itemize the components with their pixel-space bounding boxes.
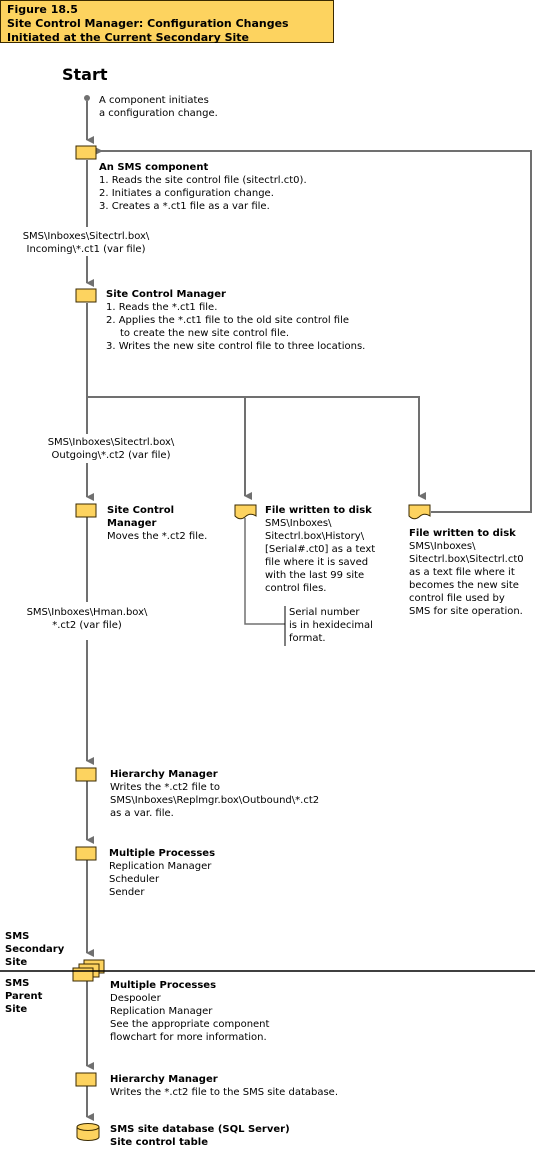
hierarchy1-line-1: Writes the *.ct2 file to bbox=[110, 782, 220, 793]
secondary-site-label: SMS Secondary Site bbox=[5, 930, 64, 969]
sms-component-line-1: 1. Reads the site control file (sitectrl… bbox=[99, 175, 307, 186]
path-incoming-line-2: Incoming\*.ct1 (var file) bbox=[26, 244, 146, 255]
process-box-scm2 bbox=[75, 503, 97, 518]
path-hman-line-1: SMS\Inboxes\Hman.box\ bbox=[26, 607, 148, 618]
multi1-line-3: Sender bbox=[109, 887, 145, 898]
path-hman-line-2: *.ct2 (var file) bbox=[52, 620, 122, 631]
scm1-step: Site Control Manager 1. Reads the *.ct1 … bbox=[106, 288, 365, 353]
database-icon bbox=[76, 1123, 100, 1141]
hierarchy2-line-1: Writes the *.ct2 file to the SMS site da… bbox=[110, 1087, 339, 1098]
history-file-line-6: control files. bbox=[265, 583, 327, 594]
process-box-multi1 bbox=[75, 846, 97, 861]
serial-note-leader bbox=[244, 518, 285, 625]
sitectrl-file-line-1: SMS\Inboxes\ bbox=[409, 541, 476, 552]
scm2-title-line-2: Manager bbox=[107, 518, 157, 529]
multi2-title: Multiple Processes bbox=[110, 980, 217, 991]
database-line-1: SMS site database (SQL Server) bbox=[110, 1124, 290, 1135]
parent-label-line-1: SMS bbox=[5, 978, 30, 989]
scm1-line-1: 1. Reads the *.ct1 file. bbox=[106, 302, 218, 313]
document-icon-sitectrl bbox=[408, 504, 431, 520]
serial-note-line-3: format. bbox=[289, 633, 326, 644]
sitectrl-file-title: File written to disk bbox=[409, 528, 516, 539]
path-hman: SMS\Inboxes\Hman.box\ *.ct2 (var file) bbox=[8, 606, 166, 632]
path-incoming-line-1: SMS\Inboxes\Sitectrl.box\ bbox=[22, 231, 150, 242]
scm2-title-line-1: Site Control bbox=[107, 505, 175, 516]
scm2-line-1: Moves the *.ct2 file. bbox=[107, 531, 208, 542]
process-box-hierarchy2 bbox=[75, 1072, 97, 1087]
path-incoming: SMS\Inboxes\Sitectrl.box\ Incoming\*.ct1… bbox=[6, 230, 166, 256]
start-dot bbox=[84, 95, 90, 101]
history-file-line-3: [Serial#.ct0] as a text bbox=[265, 544, 376, 555]
database-step: SMS site database (SQL Server) Site cont… bbox=[110, 1123, 290, 1149]
history-file-line-1: SMS\Inboxes\ bbox=[265, 518, 332, 529]
sitectrl-file-step: File written to disk SMS\Inboxes\ Sitect… bbox=[409, 527, 524, 618]
path-outgoing: SMS\Inboxes\Sitectrl.box\ Outgoing\*.ct2… bbox=[24, 436, 198, 462]
parent-label-line-3: Site bbox=[5, 1004, 28, 1015]
start-description: A component initiates a configuration ch… bbox=[99, 94, 218, 120]
sms-component-step: An SMS component 1. Reads the site contr… bbox=[99, 161, 307, 213]
process-box-component bbox=[75, 145, 97, 160]
multi1-line-2: Scheduler bbox=[109, 874, 160, 885]
history-file-line-5: with the last 99 site bbox=[265, 570, 365, 581]
hierarchy1-line-2: SMS\Inboxes\Replmgr.box\Outbound\*.ct2 bbox=[110, 795, 320, 806]
multi1-line-1: Replication Manager bbox=[109, 861, 212, 872]
figure-title-box: Figure 18.5 Site Control Manager: Config… bbox=[0, 0, 334, 44]
start-label: Start bbox=[62, 65, 108, 84]
start-line-1: A component initiates bbox=[99, 95, 209, 106]
figure-title-line-1: Site Control Manager: Configuration Chan… bbox=[7, 17, 289, 30]
hierarchy2-step: Hierarchy Manager Writes the *.ct2 file … bbox=[110, 1073, 338, 1099]
secondary-label-line-2: Secondary bbox=[5, 944, 65, 955]
serial-note-line-1: Serial number bbox=[289, 607, 360, 618]
scm1-line-4: 3. Writes the new site control file to t… bbox=[106, 341, 366, 352]
secondary-label-line-1: SMS bbox=[5, 931, 30, 942]
path-outgoing-line-2: Outgoing\*.ct2 (var file) bbox=[51, 450, 171, 461]
multi2-line-2: Replication Manager bbox=[110, 1006, 213, 1017]
serial-note: Serial number is in hexidecimal format. bbox=[289, 606, 373, 645]
sitectrl-file-line-6: SMS for site operation. bbox=[409, 606, 523, 617]
scm1-line-2: 2. Applies the *.ct1 file to the old sit… bbox=[106, 315, 350, 326]
multi2-step: Multiple Processes Despooler Replication… bbox=[110, 979, 269, 1044]
database-line-2: Site control table bbox=[110, 1137, 208, 1148]
sitectrl-file-line-3: as a text file where it bbox=[409, 567, 515, 578]
process-box-scm1 bbox=[75, 288, 97, 303]
history-file-title: File written to disk bbox=[265, 505, 372, 516]
figure-title-line-2: Initiated at the Current Secondary Site bbox=[7, 31, 250, 44]
serial-note-line-2: is in hexidecimal bbox=[289, 620, 373, 631]
sitectrl-file-line-5: control file used by bbox=[409, 593, 505, 604]
hierarchy1-line-3: as a var. file. bbox=[110, 808, 174, 819]
sms-component-line-3: 3. Creates a *.ct1 file as a var file. bbox=[99, 201, 270, 212]
feedback-arrow-to-component bbox=[95, 147, 532, 513]
path-outgoing-line-1: SMS\Inboxes\Sitectrl.box\ bbox=[47, 437, 175, 448]
scm1-title: Site Control Manager bbox=[106, 289, 226, 300]
start-line-2: a configuration change. bbox=[99, 108, 218, 119]
sms-component-line-2: 2. Initiates a configuration change. bbox=[99, 188, 274, 199]
hierarchy1-step: Hierarchy Manager Writes the *.ct2 file … bbox=[110, 768, 319, 820]
sms-component-title: An SMS component bbox=[99, 162, 209, 173]
scm2-step: Site Control Manager Moves the *.ct2 fil… bbox=[107, 504, 207, 543]
history-file-line-2: Sitectrl.box\History\ bbox=[265, 531, 365, 542]
process-box-hierarchy1 bbox=[75, 767, 97, 782]
history-file-step: File written to disk SMS\Inboxes\ Sitect… bbox=[265, 504, 375, 595]
parent-label-line-2: Parent bbox=[5, 991, 43, 1002]
sitectrl-file-line-2: Sitectrl.box\Sitectrl.ct0 bbox=[409, 554, 524, 565]
multi1-step: Multiple Processes Replication Manager S… bbox=[109, 847, 215, 899]
document-icon-history bbox=[234, 504, 257, 520]
hierarchy2-title: Hierarchy Manager bbox=[110, 1074, 218, 1085]
sitectrl-file-line-4: becomes the new site bbox=[409, 580, 519, 591]
multi2-line-1: Despooler bbox=[110, 993, 161, 1004]
hierarchy1-title: Hierarchy Manager bbox=[110, 769, 218, 780]
multi2-line-3: See the appropriate component bbox=[110, 1019, 270, 1030]
multi2-line-4: flowchart for more information. bbox=[110, 1032, 267, 1043]
parent-site-label: SMS Parent Site bbox=[5, 977, 42, 1016]
history-file-line-4: file where it is saved bbox=[265, 557, 369, 568]
scm1-line-3: to create the new site control file. bbox=[120, 328, 290, 339]
process-box-multi2-front bbox=[72, 967, 94, 982]
multi1-title: Multiple Processes bbox=[109, 848, 216, 859]
figure-number: Figure 18.5 bbox=[7, 3, 78, 16]
secondary-label-line-3: Site bbox=[5, 957, 28, 968]
